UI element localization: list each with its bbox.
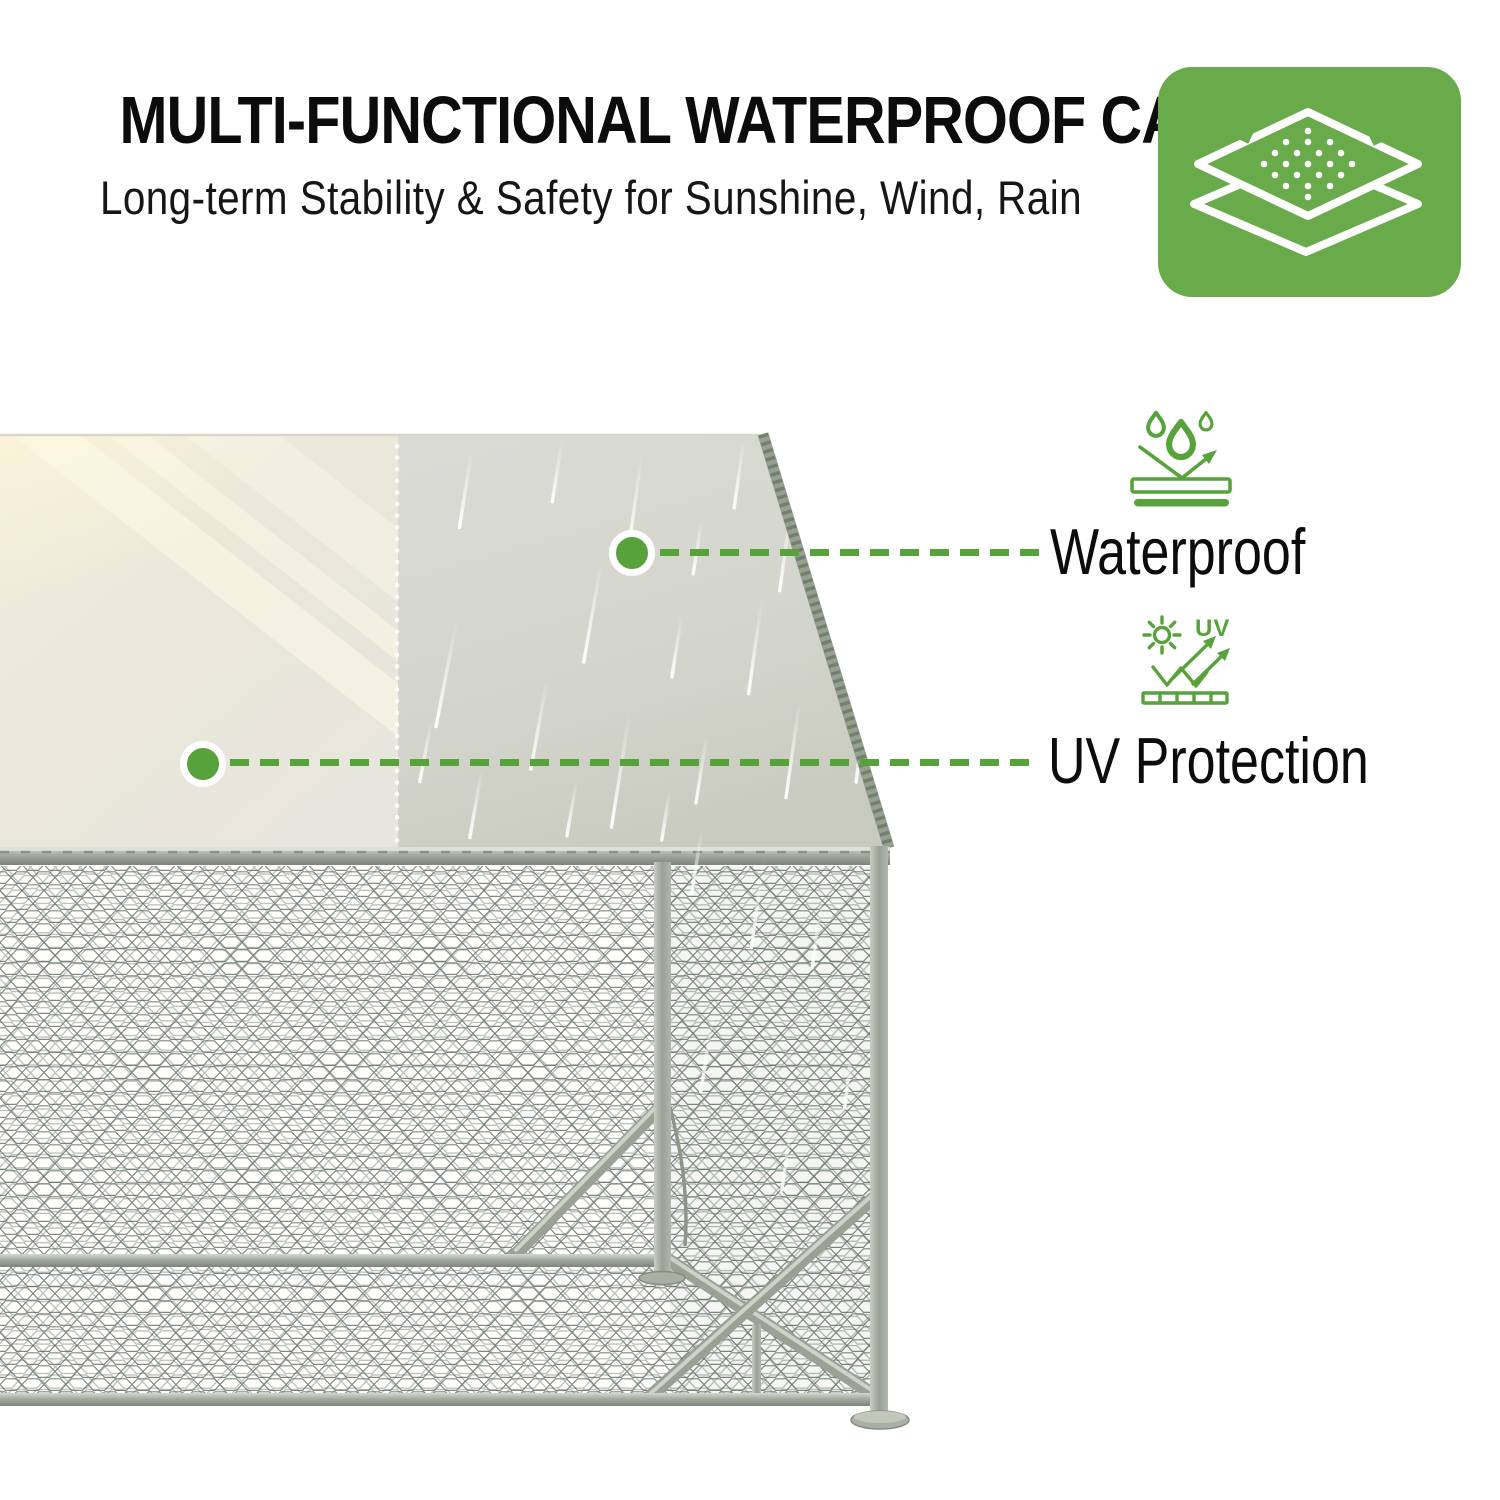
page-subtitle: Long-term Stability & Safety for Sunshin… [99, 171, 1083, 225]
rain-streaks-foreground [689, 830, 854, 1192]
front-pole-foot [638, 1270, 686, 1286]
fabric-texture-dots [1260, 127, 1356, 201]
waterproof-callout-dot [609, 530, 655, 576]
page-title: MULTI-FUNCTIONAL WATERPROOF CANOPY [119, 83, 1342, 158]
uv-protection-label: UV Protection [1048, 724, 1369, 797]
fabric-layers-badge [1158, 67, 1461, 297]
sun-rays [1142, 615, 1182, 655]
uv-reflect-icon: UV [1141, 615, 1230, 705]
layered-fabric-icon [1190, 108, 1422, 284]
waterproof-label: Waterproof [1050, 515, 1306, 588]
front-corner-pole [654, 862, 671, 1276]
bottom-rail [0, 1393, 884, 1406]
water-repel-icon [1130, 398, 1232, 507]
header: MULTI-FUNCTIONAL WATERPROOF CANOPY Long-… [20, 85, 1343, 225]
side-x-brace-down [659, 1251, 883, 1403]
uv-callout-line [230, 759, 1040, 766]
brace-stub [752, 1324, 761, 1398]
uv-callout-dot [180, 741, 226, 787]
sunlight-rays [0, 434, 398, 841]
mid-rail [0, 1254, 670, 1267]
canopy-slant-edge [757, 432, 895, 850]
canopy [0, 433, 889, 848]
top-rail [0, 847, 890, 865]
tie-cord [667, 1103, 688, 1247]
wire-mesh-walls [0, 866, 886, 1400]
front-diagonal-brace [507, 1099, 668, 1263]
waterproof-callout-line [660, 549, 1042, 556]
side-face-shade [670, 866, 886, 1400]
right-corner-pole [870, 846, 888, 1418]
uv-icon-text: UV [1195, 615, 1230, 642]
metal-frame [0, 846, 910, 1430]
